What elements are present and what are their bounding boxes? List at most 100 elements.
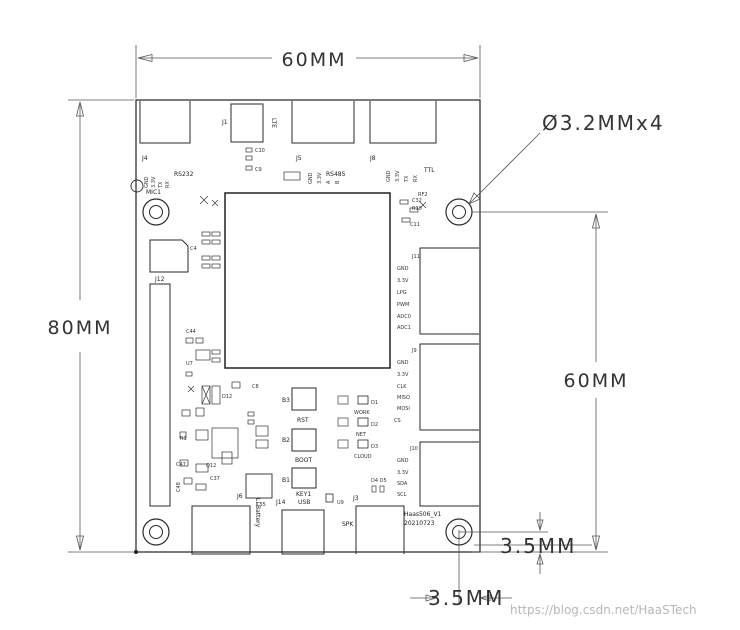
connector-j5-ref: J5 xyxy=(295,155,302,162)
connector-j6-label: Li-Battery xyxy=(254,498,261,528)
u9-label: U9 xyxy=(337,500,344,506)
j5-pin-a: A xyxy=(326,180,332,184)
j9-pin-miso: MISO xyxy=(397,395,410,401)
j5-pin-b: B xyxy=(335,180,341,184)
c44-label: C44 xyxy=(186,329,196,335)
main-module xyxy=(224,192,391,369)
led-cloud: D3 CLOUD xyxy=(337,439,378,460)
connector-j12: J12 xyxy=(149,276,171,507)
j8-pin-tx: TX xyxy=(404,175,410,183)
q12-label: Q12 xyxy=(206,463,216,469)
j10-pin-scl: SCL xyxy=(397,492,407,498)
c4-label: C4 xyxy=(190,246,197,252)
button-boot-label: BOOT xyxy=(295,457,312,464)
board-date: 20210723 xyxy=(404,520,435,527)
j11-pin-3v3: 3.3V xyxy=(397,278,409,284)
connector-j14: J14 USB xyxy=(275,499,325,555)
c55-label: C55 xyxy=(256,502,266,508)
hole-offset-x-label: 3.5MM xyxy=(428,586,504,610)
connector-j3-label: SPK xyxy=(342,521,354,528)
hole-spec-label: Ø3.2MMx4 xyxy=(542,111,665,135)
button-key1-ref: B1 xyxy=(282,477,290,484)
led-work-ref: D1 xyxy=(371,400,378,406)
led-work-label: WORK xyxy=(354,410,370,416)
led-net-ref: D2 xyxy=(371,422,378,428)
led-cloud-label: CLOUD xyxy=(354,454,372,460)
connector-j3: J3 SPK xyxy=(342,495,405,554)
connector-j6: J6 Li-Battery xyxy=(191,493,261,555)
connector-j9-ref: J9 xyxy=(411,348,417,354)
button-boot-ref: B2 xyxy=(282,437,290,444)
j8-pin-rx: RX xyxy=(413,175,419,182)
c37-label: C37 xyxy=(210,476,220,482)
origin-dot xyxy=(134,550,138,554)
j9-pin-gnd: GND xyxy=(397,360,409,366)
connector-j4-ref: J4 xyxy=(141,155,148,162)
led-work: D1 WORK xyxy=(337,395,378,416)
j9-pin-mosi: MOSI xyxy=(397,406,410,412)
j9-pin-cs: CS xyxy=(394,418,401,424)
hole-offset-y-dimension: 3.5MM xyxy=(459,512,592,574)
connector-j4: J4 GND 3.3V TX RX RS232 xyxy=(139,101,194,189)
connector-j14-ref: J14 xyxy=(275,499,286,506)
connector-j10-ref: J10 xyxy=(409,446,418,452)
j8-pin-3v3: 3.3V xyxy=(395,170,401,182)
d12-label: D12 xyxy=(222,394,232,400)
connector-j1: J1 LTE xyxy=(221,103,277,143)
caps-top xyxy=(245,147,301,181)
connector-j14-label: USB xyxy=(298,499,310,506)
connector-j11: J11 GND 3.3V LPG PWM ADC0 ADC1 xyxy=(397,247,479,335)
passives-top-right xyxy=(399,199,427,223)
watermark-text: https://blog.csdn.net/HaaSTech xyxy=(510,603,697,617)
j9-pin-clk: CLK xyxy=(397,384,407,390)
d4d5-label: D4 D5 xyxy=(371,478,387,484)
component-c55: C55 xyxy=(245,473,273,508)
j10-pin-gnd: GND xyxy=(397,458,409,464)
c47-label: C47 xyxy=(176,462,186,468)
rf2-label: RF2 xyxy=(418,192,428,198)
passives-top-left xyxy=(199,195,221,269)
button-rst-ref: B3 xyxy=(282,397,290,404)
led-cloud-ref: D3 xyxy=(371,444,378,450)
connector-j1-label: LTE xyxy=(270,118,277,128)
component-u9: U9 xyxy=(325,493,344,506)
j8-pin-gnd: GND xyxy=(386,170,392,182)
button-boot: B2 BOOT xyxy=(282,428,317,464)
j4-pin-rx: RX xyxy=(165,181,171,188)
c10-label: C10 xyxy=(255,148,265,154)
button-key1-label: KEY1 xyxy=(296,491,311,498)
width-dimension: 60MM xyxy=(135,45,481,98)
hole-spec-callout: Ø3.2MMx4 xyxy=(468,111,665,205)
button-rst: B3 RST xyxy=(282,387,317,424)
j11-pin-adc1: ADC1 xyxy=(397,325,411,331)
c11-label: C11 xyxy=(410,222,420,228)
mounting-hole-top-left xyxy=(142,198,170,226)
j11-pin-pwm: PWM xyxy=(397,302,409,308)
button-rst-label: RST xyxy=(297,417,309,424)
diodes-d4-d5: D4 D5 xyxy=(371,478,387,493)
connector-j12-ref: J12 xyxy=(154,276,165,283)
led-net: D2 NET xyxy=(337,417,378,438)
c32-label: C32 xyxy=(412,198,422,204)
microphone: MIC1 xyxy=(130,179,161,196)
connector-j9: J9 GND 3.3V CLK MISO MOSI CS xyxy=(394,343,479,431)
hole-spacing-dimension: 60MM xyxy=(472,211,629,553)
passives-left-mid xyxy=(179,337,269,491)
connector-j8: J8 GND 3.3V TX RX TTL xyxy=(369,101,437,183)
connector-j4-label: RS232 xyxy=(174,171,194,178)
hole-spacing-label: 60MM xyxy=(564,370,629,392)
r1-label: R1 xyxy=(180,436,187,442)
height-dimension: 80MM xyxy=(48,99,134,553)
connector-j8-label: TTL xyxy=(423,167,435,174)
connector-j5: J5 GND 3.3V A B RS485 xyxy=(291,101,355,184)
width-dimension-label: 60MM xyxy=(282,49,347,71)
connector-j11-ref: J11 xyxy=(411,254,420,260)
j4-pin-gnd: GND xyxy=(144,176,150,188)
mic-ref: MIC1 xyxy=(146,189,161,196)
j5-pin-gnd: GND xyxy=(308,172,314,184)
j4-pin-3v3: 3.3V xyxy=(151,176,157,188)
hole-offset-y-label: 3.5MM xyxy=(500,534,576,558)
connector-j8-ref: J8 xyxy=(369,155,376,162)
board-model: Haas506_V1 xyxy=(404,511,442,518)
